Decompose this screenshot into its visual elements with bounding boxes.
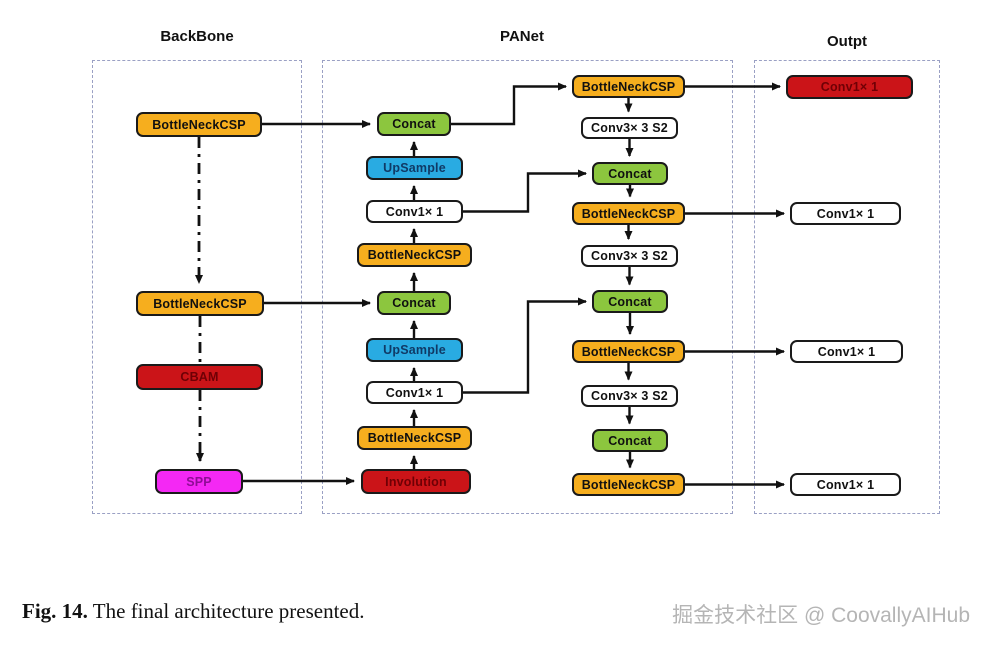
node-concat-1: Concat: [377, 112, 451, 136]
node-panet-bottleneckcsp-4: BottleNeckCSP: [572, 202, 685, 225]
node-output-conv1x1-4: Conv1× 1: [790, 473, 901, 496]
node-output-conv1x1-1: Conv1× 1: [786, 75, 913, 99]
edge-concat1-to-bottleneckcsp-top: [451, 82, 567, 126]
backbone-section-title: BackBone: [160, 28, 234, 45]
figure-caption: Fig. 14. The final architecture presente…: [22, 599, 364, 624]
watermark-text: 掘金技术社区 @ CoovallyAIHub: [672, 604, 970, 627]
node-panet-bottleneckcsp-5: BottleNeckCSP: [572, 340, 685, 363]
node-conv3x3-3: Conv3× 3 S2: [581, 385, 678, 407]
node-conv1x1-1: Conv1× 1: [366, 200, 463, 223]
figure-caption-text: The final architecture presented.: [87, 599, 365, 623]
node-involution: Involution: [361, 469, 471, 494]
figure-caption-number: Fig. 14.: [22, 599, 88, 623]
node-spp: SPP: [155, 469, 243, 494]
node-output-conv1x1-3: Conv1× 1: [790, 340, 903, 363]
node-concat-2: Concat: [377, 291, 451, 315]
node-panet-bottleneckcsp-3: BottleNeckCSP: [572, 75, 685, 98]
edge-conv1x1-2-to-concat4: [463, 297, 587, 394]
node-upsample-1: UpSample: [366, 156, 463, 180]
node-concat-5: Concat: [592, 429, 668, 452]
panet-section-box: [322, 60, 733, 514]
node-output-conv1x1-2: Conv1× 1: [790, 202, 901, 225]
node-concat-4: Concat: [592, 290, 668, 313]
node-concat-3: Concat: [592, 162, 668, 185]
backbone-section-box: [92, 60, 302, 514]
node-conv3x3-1: Conv3× 3 S2: [581, 117, 678, 139]
node-backbone-bottleneckcsp-2: BottleNeckCSP: [136, 291, 264, 316]
node-panet-bottleneckcsp-1: BottleNeckCSP: [357, 243, 472, 267]
node-conv3x3-2: Conv3× 3 S2: [581, 245, 678, 267]
node-panet-bottleneckcsp-2: BottleNeckCSP: [357, 426, 472, 450]
node-upsample-2: UpSample: [366, 338, 463, 362]
panet-section-title: PANet: [500, 28, 544, 45]
node-cbam: CBAM: [136, 364, 263, 390]
outpt-section-title: Outpt: [827, 33, 867, 50]
edge-conv1x1-1-to-concat3: [463, 169, 587, 213]
node-backbone-bottleneckcsp-1: BottleNeckCSP: [136, 112, 262, 137]
node-panet-bottleneckcsp-6: BottleNeckCSP: [572, 473, 685, 496]
outpt-section-box: [754, 60, 940, 514]
node-conv1x1-2: Conv1× 1: [366, 381, 463, 404]
